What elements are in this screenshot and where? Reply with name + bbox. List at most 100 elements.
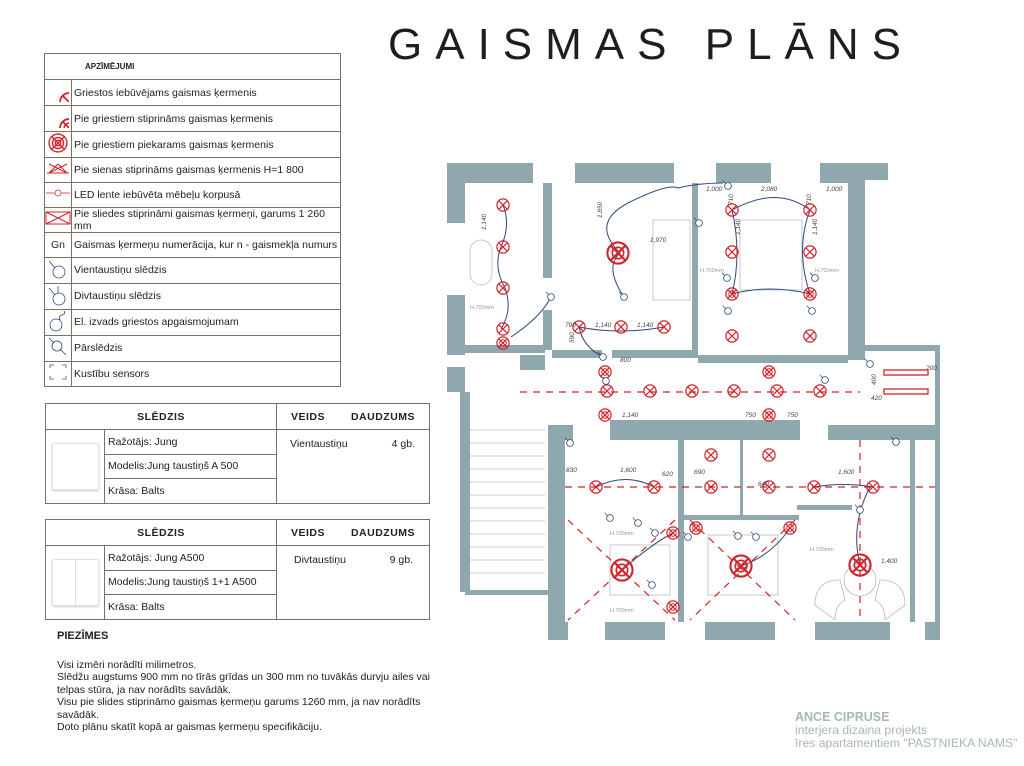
switch-qty: 9 gb. — [389, 554, 413, 566]
svg-text:H.700mm: H.700mm — [810, 547, 834, 553]
svg-text:H.700mm: H.700mm — [610, 608, 634, 614]
dimension-label: 1,140 — [812, 218, 819, 235]
switch — [864, 358, 874, 368]
dimension-label: 1,000 — [826, 186, 843, 193]
switch — [682, 531, 692, 541]
dimension-label: 1,600 — [620, 467, 637, 474]
dimension-label: 790 — [565, 322, 576, 329]
switch — [722, 305, 732, 315]
dimension-label: 420 — [871, 395, 882, 402]
switch — [632, 517, 642, 527]
switch-image — [45, 545, 105, 620]
recessed-light — [762, 448, 776, 462]
note-line: Visi izmēri norādīti milimetros. — [57, 658, 197, 671]
notes: PIEZĪMES Visi izmēri norādīti milimetros… — [57, 630, 437, 734]
svg-text:H.700mm: H.700mm — [815, 268, 839, 274]
pendant-light — [729, 554, 753, 578]
legend-label: El. izvads griestos apgaismojumam — [71, 308, 341, 336]
ceiling-mounted-light — [598, 408, 612, 422]
legend-label: Pie sienas stiprināms gaismas ķermenis H… — [71, 157, 341, 183]
legend-label: LED lente iebūvēta mēbeļu korpusā — [71, 181, 341, 208]
recessed-light — [704, 448, 718, 462]
furniture — [469, 219, 906, 621]
legend-label: Griestos iebūvējams gaismas ķermenis — [71, 79, 341, 106]
recessed-light — [643, 384, 657, 398]
legend-row: Vientaustiņu slēdzis — [44, 256, 341, 284]
switch-qty: 4 gb. — [391, 438, 415, 450]
legend-row: LED lente iebūvēta mēbeļu korpusā — [44, 181, 341, 208]
recessed-light — [727, 384, 741, 398]
dimension-label: 830 — [566, 467, 577, 474]
dimension-label: 1,140 — [481, 213, 488, 230]
pendant-light — [610, 558, 634, 582]
recessed-light — [725, 329, 739, 343]
dimension-label: 1,970 — [650, 237, 667, 244]
dimension-label: 200 — [925, 365, 937, 372]
track-light — [883, 388, 929, 395]
ceiling-mounted-light — [598, 365, 612, 379]
note-line: Doto plānu skatīt kopā ar gaismas ķermeņ… — [57, 721, 322, 733]
ceiling-mounted-light — [762, 365, 776, 379]
dimension-label: 640 — [758, 481, 769, 488]
recessed-light — [813, 384, 827, 398]
dimension-label: 2,080 — [760, 186, 778, 193]
dimension-label: 1,140 — [637, 322, 654, 329]
ceiling-mounted-light — [725, 287, 739, 301]
track-lights — [883, 369, 929, 395]
legend-row: Griestos iebūvējams gaismas ķermenis — [44, 79, 341, 106]
toggle-switch-icon — [44, 334, 72, 362]
legend-row: Kustību sensors — [44, 360, 341, 387]
switch — [545, 291, 555, 301]
dimension-label: 620 — [662, 471, 673, 478]
dimension-label: 710 — [728, 194, 735, 205]
recessed-light — [770, 384, 784, 398]
dimension-label: 1,400 — [881, 558, 898, 565]
legend-row: Pie sliedes stiprināmi gaismas ķermeņi, … — [44, 206, 341, 233]
svg-text:H.700mm: H.700mm — [610, 531, 634, 537]
recessed-light — [803, 329, 817, 343]
notes-title: PIEZĪMES — [57, 630, 109, 642]
switch — [750, 531, 760, 541]
switch — [649, 527, 659, 537]
dimension-label: 590 — [569, 332, 576, 343]
dimension-label: 710 — [806, 194, 813, 205]
footer-line: interjera dizaina projekts — [795, 723, 928, 737]
recessed-light — [496, 198, 510, 212]
dimension-label: 1,600 — [838, 469, 855, 476]
legend-label: Vientaustiņu slēdzis — [71, 256, 341, 284]
table-header: SLĒDZIS — [45, 519, 277, 546]
recessed-light — [725, 245, 739, 259]
page-title: GAISMAS PLĀNS — [388, 20, 915, 69]
legend-table: APZĪMĒJUMI Griestos iebūvējams gaismas ķ… — [44, 53, 341, 387]
table-header: SLĒDZIS — [45, 403, 277, 430]
legend-label: Pie sliedes stiprināmi gaismas ķermeņi, … — [71, 206, 341, 233]
legend-label: Kustību sensors — [71, 360, 341, 387]
switch-type: Divtaustiņu — [294, 554, 346, 566]
dimension-label: 1,850 — [597, 201, 604, 218]
switch — [618, 291, 628, 301]
recessed-light — [803, 245, 817, 259]
note-line: Slēdžu augstums 900 mm no tīrās grīdas u… — [57, 671, 430, 696]
color: Krāsa: Balts — [104, 594, 277, 620]
recessed-light — [600, 384, 614, 398]
recessed-light — [657, 320, 671, 334]
switch — [819, 374, 829, 384]
dashed-guides — [520, 391, 935, 621]
pendant-light — [606, 241, 630, 265]
motion-sensor-icon — [44, 360, 72, 387]
footer: ANCE CIPRUSE interjera dizaina projekts … — [795, 711, 1017, 750]
switch — [604, 512, 614, 522]
track-light — [883, 369, 929, 376]
switch — [809, 272, 819, 282]
recessed-light — [685, 384, 699, 398]
ceiling-mounted-light — [803, 287, 817, 301]
ceiling-mounted-light — [666, 600, 680, 614]
footer-line: īres apartamentiem "PASTNIEKA NAMS" — [795, 736, 1018, 750]
legend-label: Pārslēdzis — [71, 334, 341, 362]
